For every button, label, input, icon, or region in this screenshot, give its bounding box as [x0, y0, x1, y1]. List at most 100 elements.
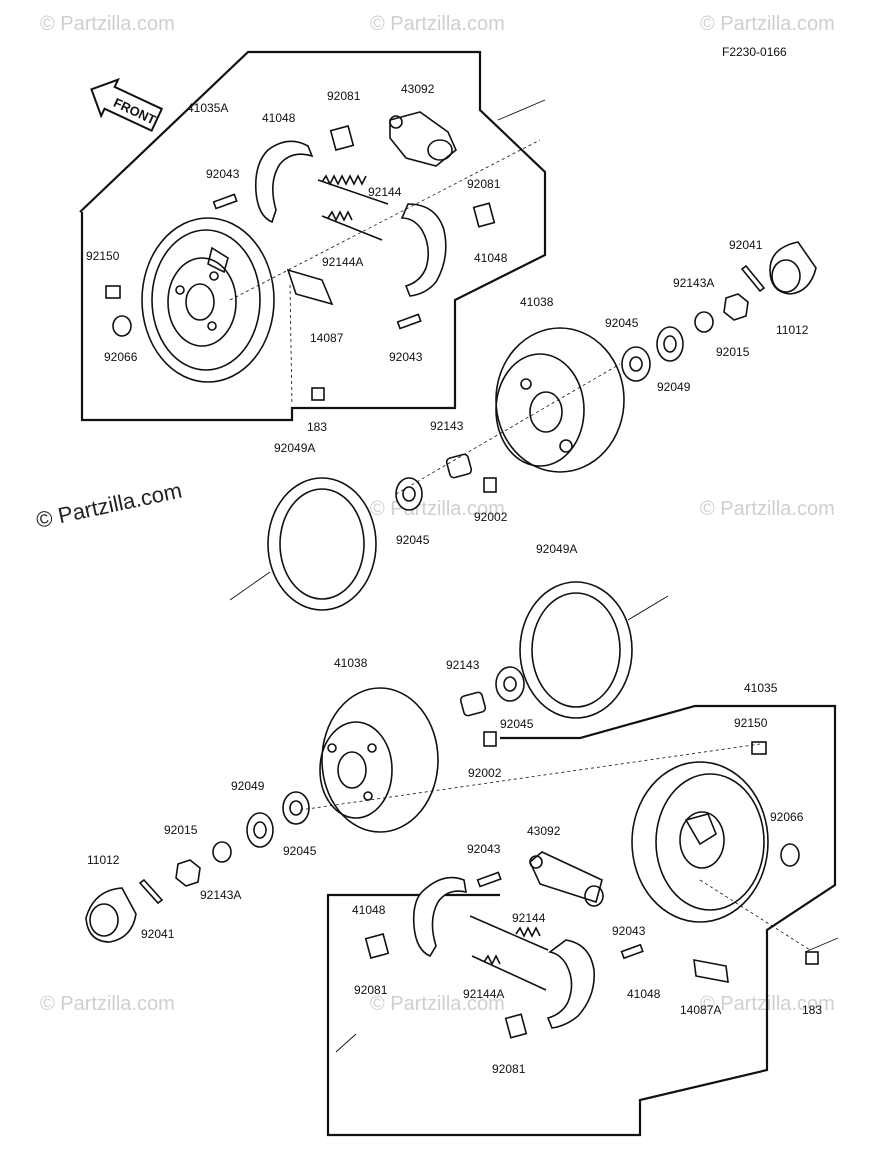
- part-label: 92049A: [536, 542, 577, 556]
- cap-11012: [85, 887, 137, 943]
- collar-92143a: [694, 311, 714, 333]
- part-label: 41048: [352, 903, 386, 917]
- part-label: 92144A: [322, 255, 363, 269]
- part-label: 43092: [527, 824, 561, 838]
- part-label: 14087A: [680, 1003, 721, 1017]
- cotter-pin-92041: [740, 264, 766, 293]
- watermark: © Partzilla.com: [40, 13, 175, 35]
- pin-92043: [620, 943, 644, 960]
- nut-92015: [175, 859, 201, 887]
- seal-92049: [656, 326, 684, 362]
- axis-mark: [497, 99, 546, 121]
- lower-assembly-frame: [326, 704, 837, 1137]
- part-label: 92049: [657, 380, 691, 394]
- plate-14087a: [693, 959, 729, 983]
- bearing-92045: [282, 791, 310, 825]
- brake-cam-43092: [389, 111, 457, 167]
- bolt-92150: [105, 285, 121, 299]
- part-label: 11012: [776, 323, 809, 337]
- part-label: 92043: [612, 924, 646, 938]
- part-label: 41038: [334, 656, 368, 670]
- sleeve-92143: [445, 453, 473, 479]
- part-label: 92002: [474, 510, 508, 524]
- part-label: 41035: [744, 681, 778, 695]
- bearing-92045: [495, 666, 525, 702]
- part-label: 92066: [770, 810, 804, 824]
- plug-92066: [112, 315, 132, 337]
- part-label: 92143: [446, 658, 480, 672]
- seal-ring-92049a: [267, 477, 377, 611]
- pin-92043: [476, 871, 502, 888]
- part-label: 92041: [729, 238, 763, 252]
- pin-92043: [396, 313, 422, 330]
- part-label: 92045: [283, 844, 317, 858]
- part-label: 92045: [605, 316, 639, 330]
- cotter-pin-92041: [138, 878, 164, 905]
- brake-drum-41038: [495, 327, 625, 473]
- part-label: 92066: [104, 350, 138, 364]
- bearing-92045: [621, 346, 651, 382]
- pin-92043: [212, 193, 238, 210]
- plug-92066: [780, 843, 800, 867]
- cap-11012: [769, 241, 817, 295]
- part-label: 92043: [389, 350, 423, 364]
- seal-ring-92049a: [519, 581, 633, 719]
- plate-14087: [286, 268, 334, 306]
- brake-shoe-41048: [412, 876, 467, 958]
- front-arrow-icon: FRONT: [90, 77, 164, 132]
- part-label: 92150: [86, 249, 120, 263]
- watermark-main: © Partzilla.com: [34, 478, 184, 533]
- watermark: © Partzilla.com: [370, 13, 505, 35]
- part-label: 92045: [396, 533, 430, 547]
- bolt-92002: [483, 477, 497, 493]
- part-label: 14087: [310, 331, 344, 345]
- part-label: 92045: [500, 717, 534, 731]
- part-label: 92150: [734, 716, 768, 730]
- watermark: © Partzilla.com: [700, 498, 835, 520]
- leader-line: [395, 363, 621, 495]
- brake-shoe-41048: [400, 203, 447, 297]
- part-label: 92143A: [200, 888, 241, 902]
- clip-92081: [364, 933, 390, 959]
- sleeve-92143: [459, 691, 487, 717]
- bolt-183: [805, 951, 819, 965]
- axis-mark: [627, 595, 669, 621]
- upper-assembly-frame: [79, 50, 547, 422]
- bolt-92150: [751, 741, 767, 755]
- leader-line: [289, 284, 293, 406]
- clip-92081: [472, 202, 496, 228]
- watermark: © Partzilla.com: [40, 993, 175, 1015]
- brake-shoe-41048: [254, 140, 314, 224]
- part-label: 92143: [430, 419, 464, 433]
- axis-mark: [229, 571, 271, 601]
- brake-cam-43092: [529, 851, 604, 907]
- part-label: 11012: [87, 853, 120, 867]
- watermark: © Partzilla.com: [370, 993, 505, 1015]
- bearing-92045: [395, 477, 423, 511]
- clip-92081: [329, 125, 355, 151]
- part-label: 41048: [627, 987, 661, 1001]
- nut-92015: [723, 293, 749, 321]
- part-label: 41048: [474, 251, 508, 265]
- axis-mark: [804, 937, 839, 953]
- part-label: 92043: [206, 167, 240, 181]
- part-label: 92043: [467, 842, 501, 856]
- part-label: 43092: [401, 82, 435, 96]
- spring-92144a: [471, 954, 547, 991]
- part-label: 183: [802, 1003, 822, 1017]
- brake-panel-41035: [631, 761, 769, 923]
- part-label: 92144: [368, 185, 402, 199]
- part-label: 92081: [354, 983, 388, 997]
- collar-92143a: [212, 841, 232, 863]
- clip-92081: [504, 1013, 528, 1039]
- bolt-183: [311, 387, 325, 401]
- part-label: 41048: [262, 111, 296, 125]
- axis-mark: [335, 1033, 357, 1053]
- part-label: 92002: [468, 766, 502, 780]
- seal-92049: [246, 812, 274, 848]
- leader-line: [229, 139, 541, 301]
- part-label: 41038: [520, 295, 554, 309]
- part-label: 92081: [467, 177, 501, 191]
- part-label: 92144: [512, 911, 546, 925]
